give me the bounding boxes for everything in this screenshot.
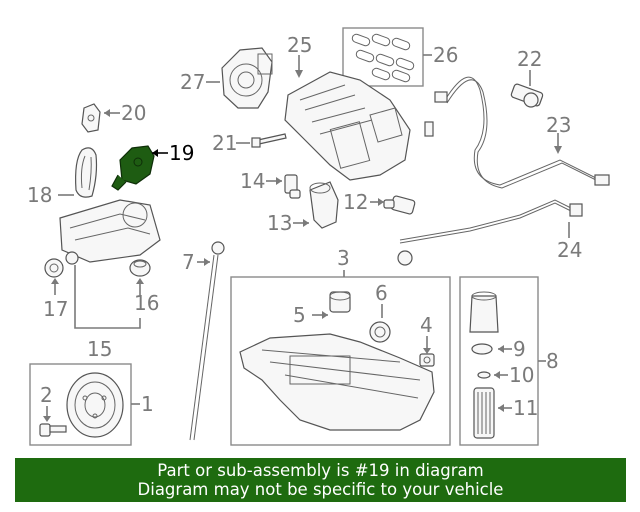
callout-16: 16 (134, 291, 159, 315)
callout-2: 2 (40, 383, 53, 407)
part-20-bracket (81, 103, 101, 133)
part-22-sensor (510, 83, 544, 108)
callout-18: 18 (27, 183, 52, 207)
callout-7: 7 (182, 250, 195, 274)
part-15-gear (65, 251, 79, 265)
part-19-body (119, 145, 155, 185)
banner-line-2: Diagram may not be specific to your vehi… (137, 480, 504, 499)
part-16-plug (129, 259, 151, 277)
callout-10: 10 (509, 363, 534, 387)
callout-19: 19 (169, 141, 194, 165)
part-23-wiring-harness (424, 76, 610, 189)
part-1-pulley (66, 372, 124, 438)
callout-11: 11 (513, 396, 538, 420)
part-8-filter-cap (469, 291, 499, 333)
callout-9: 9 (513, 337, 526, 361)
callout-3: 3 (337, 246, 350, 270)
banner-line-1: Part or sub-assembly is #19 in diagram (157, 461, 484, 480)
part-3-oil-pan (239, 333, 435, 431)
callout-26: 26 (433, 43, 458, 67)
callout-5: 5 (293, 303, 306, 327)
callout-15: 15 (87, 337, 112, 361)
part-19-tensioner (111, 145, 155, 191)
diagram-notice-banner: Part or sub-assembly is #19 in diagram D… (15, 458, 626, 502)
part-7-dipstick (189, 241, 225, 441)
part-14-sensor (284, 174, 301, 199)
part-12-sensor (383, 195, 416, 215)
part-18-belt (75, 147, 98, 198)
part-25-intake-manifold (284, 71, 411, 181)
callout-8: 8 (546, 349, 559, 373)
callout-14: 14 (240, 169, 265, 193)
part-6-seal (369, 321, 391, 343)
part-17-sprocket (44, 258, 64, 278)
part-24-harness (397, 199, 583, 266)
callout-4: 4 (420, 313, 433, 337)
callout-27: 27 (180, 70, 205, 94)
callout-22: 22 (517, 47, 542, 71)
callout-12: 12 (343, 190, 368, 214)
callout-20: 20 (121, 101, 146, 125)
part-11-filter-element (473, 387, 495, 439)
part-10-washer (477, 371, 491, 379)
callout-23: 23 (546, 113, 571, 137)
part-26-gasket-set (342, 27, 424, 87)
callout-17: 17 (43, 297, 68, 321)
part-15-oil-pump-assembly (59, 199, 161, 263)
callout-6: 6 (375, 281, 388, 305)
callout-13: 13 (267, 211, 292, 235)
part-21-bolt (251, 133, 287, 148)
callout-24: 24 (557, 238, 582, 262)
callout-1: 1 (141, 392, 154, 416)
part-27-throttle-body (221, 47, 273, 109)
parts-diagram: 26 25 27 22 23 24 (27, 27, 610, 446)
part-3-box (230, 276, 451, 446)
part-4-plug (419, 353, 435, 367)
part-2-bolt (39, 423, 67, 437)
part-13-solenoid (309, 181, 339, 229)
part-9-o-ring (471, 343, 493, 355)
callout-25: 25 (287, 33, 312, 57)
callout-21: 21 (212, 131, 237, 155)
part-5-cap (329, 291, 351, 313)
